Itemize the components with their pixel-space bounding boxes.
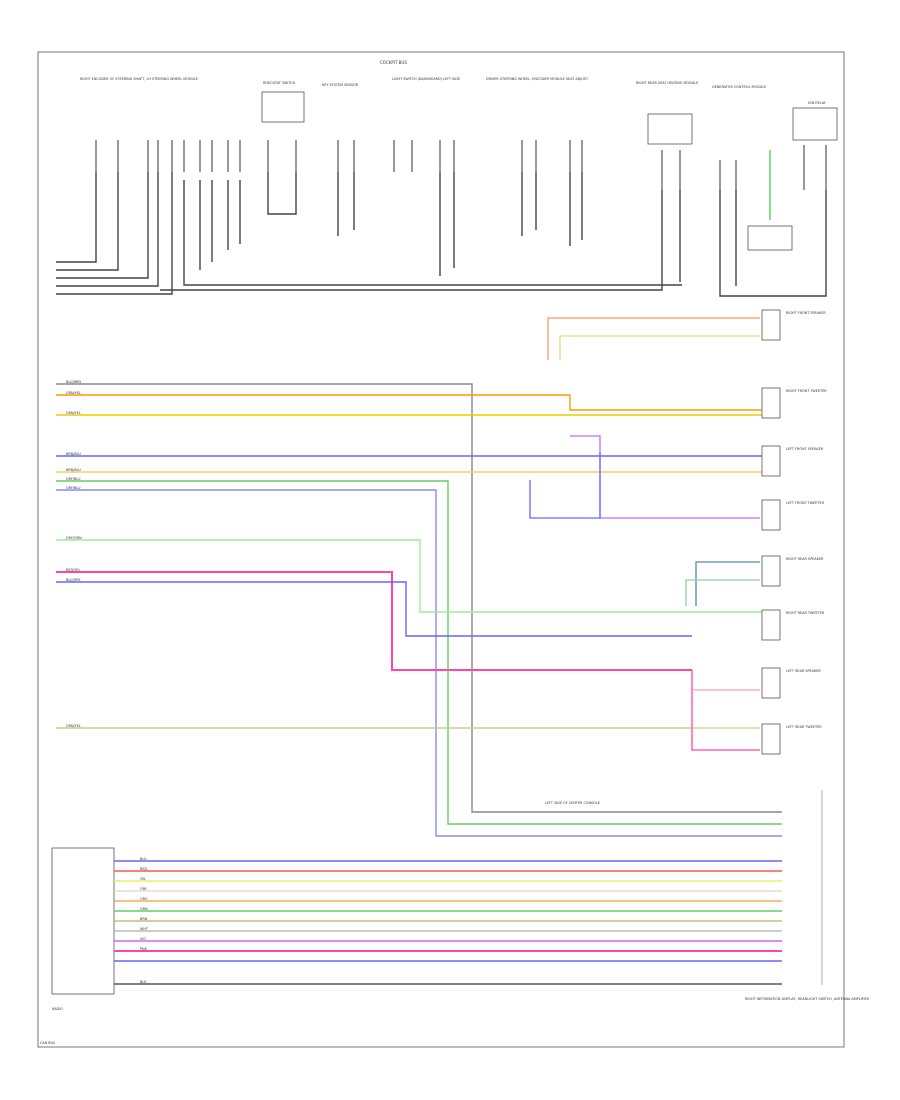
wire-label: GRN/YEL xyxy=(66,411,81,415)
wire-label: YEL xyxy=(140,877,146,881)
component-label: RHEOSTAT SWITCH xyxy=(263,81,296,85)
wire-label: BLK xyxy=(140,980,147,984)
speaker-label: RIGHT FRONT TWEETER xyxy=(786,389,827,393)
bottom-left-label: CAN BUS xyxy=(40,1041,55,1045)
radio-label: RADIO xyxy=(52,1007,63,1011)
speaker-label: LEFT FRONT TWEETER xyxy=(786,501,825,505)
diagram-frame xyxy=(37,51,845,1048)
left-wires xyxy=(56,383,782,837)
wire-label: RED/YEL xyxy=(66,568,80,572)
wire-label: GRY/GRN xyxy=(66,536,82,540)
speaker-wires xyxy=(529,317,760,751)
top-bus-wires xyxy=(56,172,827,297)
bottom-bus-wires xyxy=(114,860,782,985)
component-label: KEY SYSTEM SENSOR xyxy=(322,83,359,87)
wire-label: PNK xyxy=(140,947,148,951)
wire-label: VIO xyxy=(140,937,146,941)
seat-heating-module-box xyxy=(647,113,693,145)
component-label: GENERATOR CONTROL MODULE xyxy=(712,85,766,89)
wire-label: GRN/YEL xyxy=(66,724,81,728)
speaker-labels: RIGHT FRONT SPEAKER RIGHT FRONT TWEETER … xyxy=(786,311,827,729)
speakers xyxy=(761,309,781,755)
bottom-wire-labels: BLU RED YEL GRY ORG GRN BRN WHT VIO PNK … xyxy=(140,857,149,984)
ign-relay-box xyxy=(792,107,838,141)
wire-label: BRN/BLU xyxy=(66,452,81,456)
wire-label: GRY xyxy=(140,887,148,891)
wire-label: ORG xyxy=(140,897,148,901)
wire-label: GRY/BLU xyxy=(66,477,81,481)
component-label: DRIVER STEERING WHEEL, ENCODER MODULE SE… xyxy=(486,77,589,81)
radio-module-box xyxy=(51,847,115,995)
wire-label: RED xyxy=(140,867,147,871)
rheostat-switch-box xyxy=(261,91,305,123)
speaker-label: LEFT FRONT SPEAKER xyxy=(786,447,824,451)
component-label: RIGHT ENCODER OF STEERING SHAFT, LH STEE… xyxy=(80,77,198,81)
wire-label: WHT xyxy=(140,927,149,931)
component-label: IGN RELAY xyxy=(808,101,827,105)
bottom-right-label: RIGHT INFORMATION DISPLAY, HEADLIGHT SWI… xyxy=(745,997,870,1001)
wire-label: BLU/BRN xyxy=(66,380,81,384)
top-connectors xyxy=(95,140,827,190)
speaker-box xyxy=(761,387,781,419)
component-label: LIGHT SWITCH (DASHBOARD) LEFT SIDE xyxy=(392,77,460,81)
speaker-label: RIGHT FRONT SPEAKER xyxy=(786,311,826,315)
speaker-label: LEFT REAR TWEETER xyxy=(786,725,822,729)
speaker-box xyxy=(761,723,781,755)
speaker-box xyxy=(761,609,781,641)
speaker-box xyxy=(761,499,781,531)
speaker-box xyxy=(761,445,781,477)
speaker-label: LEFT REAR SPEAKER xyxy=(786,669,821,673)
wire-label: BRN xyxy=(140,917,148,921)
top-label: COCKPIT BUS xyxy=(380,60,407,65)
wire-label: GRN/YEL xyxy=(66,391,81,395)
wire-label: GRN xyxy=(140,907,148,911)
speaker-label: RIGHT REAR TWEETER xyxy=(786,611,825,615)
console-label: LEFT SIDE OF CENTER CONSOLE xyxy=(545,801,600,805)
wire-label: BLU xyxy=(140,857,147,861)
speaker-box xyxy=(761,667,781,699)
speaker-box xyxy=(761,555,781,587)
wire-label: BLU/GRY xyxy=(66,578,81,582)
generator-box xyxy=(747,225,793,251)
left-wire-labels: BLU/BRN GRN/YEL GRN/YEL BRN/BLU BRN/BLU … xyxy=(66,380,82,728)
speaker-label: RIGHT REAR SPEAKER xyxy=(786,557,824,561)
top-components: RIGHT ENCODER OF STEERING SHAFT, LH STEE… xyxy=(80,77,827,105)
speaker-box xyxy=(761,309,781,341)
wire-label: GRY/BLU xyxy=(66,486,81,490)
wire-label: BRN/BLU xyxy=(66,468,81,472)
component-label: RIGHT REAR SEAT HEATING MODULE xyxy=(636,81,698,85)
